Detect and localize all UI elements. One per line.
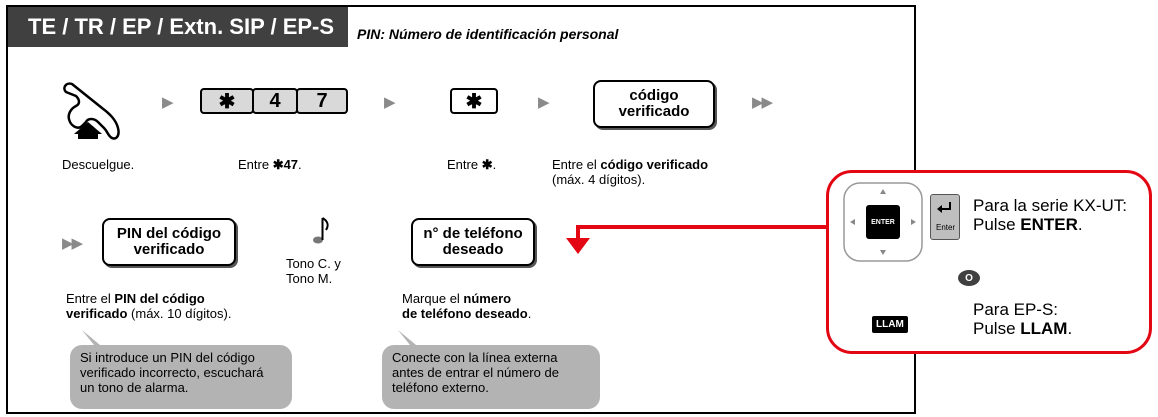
box-line: código (629, 87, 679, 104)
arrow-right-icon: ▶ (384, 94, 396, 111)
red-arrow-icon (566, 225, 828, 254)
key-star: ✱ (450, 88, 498, 114)
handset-offhook-icon (63, 82, 120, 140)
llam-key-label: LLAM (872, 316, 908, 333)
enter-nav-button: ENTER (866, 205, 900, 239)
step1-caption: Descuelgue. (62, 157, 135, 172)
enter-key: Enter (930, 194, 960, 240)
key-star: ✱ (200, 88, 254, 114)
pin-note: PIN: Número de identificación personal (357, 26, 619, 42)
key-4: 4 (252, 88, 298, 114)
header-title: TE / TR / EP / Extn. SIP / EP-S (8, 7, 348, 47)
keys-star-4-7: ✱ 4 7 (200, 88, 348, 114)
or-badge: O (958, 270, 980, 286)
return-arrow-icon (937, 202, 951, 213)
eps-instruction: Para EP-S:Pulse LLAM. (973, 300, 1073, 338)
key-7: 7 (296, 88, 348, 114)
step2-caption: Entre ✱47. (238, 157, 302, 172)
arrow-right-icon: ▶ (162, 94, 174, 111)
music-note-icon (313, 217, 329, 244)
double-arrow-right-icon: ▶▶ (752, 94, 773, 111)
arrow-right-icon: ▶ (538, 94, 550, 111)
box-line: verificado (618, 103, 690, 120)
kxut-instruction: Para la serie KX-UT:Pulse ENTER. (973, 196, 1127, 234)
step3-caption: Entre ✱. (447, 157, 497, 172)
box-line: n° de teléfono (423, 225, 523, 242)
step4-caption: Entre el código verificado(máx. 4 dígito… (552, 157, 709, 187)
enter-key-label: Enter (936, 223, 956, 232)
double-arrow-right-icon: ▶▶ (62, 235, 83, 252)
llam-key: LLAM (872, 314, 908, 333)
box-line: deseado (442, 241, 504, 258)
box-line: verificado (133, 241, 205, 258)
box-line: PIN del código (116, 225, 222, 242)
